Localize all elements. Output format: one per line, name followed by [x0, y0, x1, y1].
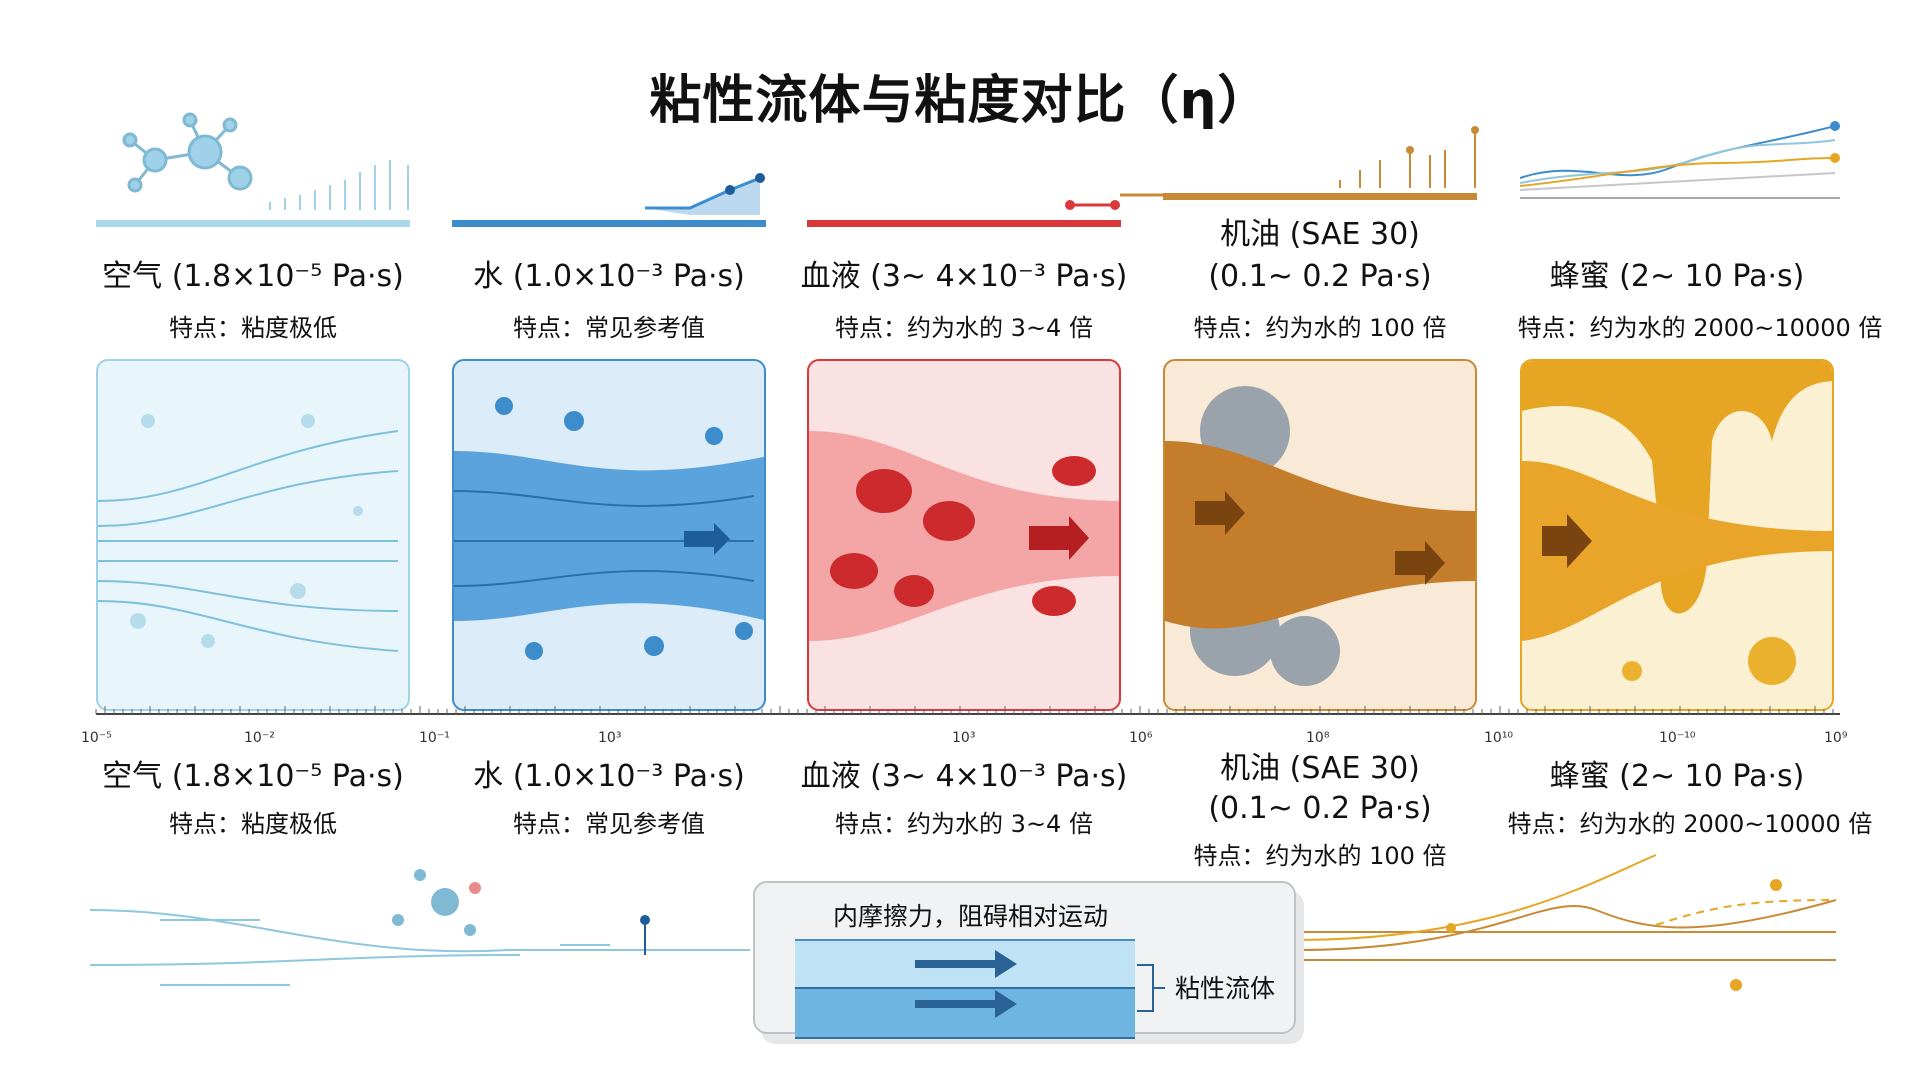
oil-panel [1163, 359, 1477, 711]
honey-feature: 特点：约为水的 2000~10000 倍 [1517, 314, 1883, 342]
axis-tick-label: 10⁶ [1129, 730, 1153, 746]
axis-tick-label: 10⁹ [1824, 730, 1848, 746]
oil-feature-lower: 特点：约为水的 100 倍 [1193, 842, 1447, 870]
axis-tick-label: 10³ [952, 730, 976, 746]
blood-name-lower: 血液 (3~ 4×10⁻³ Pa·s) [800, 759, 1128, 794]
blood-name: 血液 (3~ 4×10⁻³ Pa·s) [800, 259, 1128, 294]
oil-range-lower: (0.1~ 0.2 Pa·s) [1208, 791, 1432, 826]
blood-feature: 特点：约为水的 3~4 倍 [835, 314, 1093, 342]
lower-fluid-layer [795, 989, 1135, 1039]
air-name-lower: 空气 (1.8×10⁻⁵ Pa·s) [102, 759, 404, 794]
axis-tick-label: 10⁻¹⁰ [1659, 730, 1696, 746]
bracket-label: 粘性流体 [1175, 974, 1276, 1003]
axis-tick-label: 10¹⁰ [1484, 730, 1514, 746]
air-color-bar [96, 220, 410, 227]
shear-caption: 内摩擦力，阻碍相对运动 [833, 902, 1109, 931]
water-trend-icon [645, 173, 765, 215]
air-feature: 特点：粘度极低 [169, 314, 337, 342]
oil-feature: 特点：约为水的 100 倍 [1193, 314, 1447, 342]
water-panel [452, 359, 766, 711]
air-name: 空气 (1.8×10⁻⁵ Pa·s) [102, 259, 404, 294]
honey-feature-lower: 特点：约为水的 2000~10000 倍 [1507, 810, 1873, 838]
oil-bars-icon [1120, 126, 1479, 197]
blood-panel [807, 359, 1121, 711]
high-viscosity-flow-lines [1296, 854, 1837, 991]
molecule-icon [122, 112, 409, 210]
oil-color-bar [1163, 193, 1477, 200]
blood-color-bar [807, 220, 1121, 227]
water-name-lower: 水 (1.0×10⁻³ Pa·s) [473, 759, 745, 794]
honey-name-lower: 蜂蜜 (2~ 10 Pa·s) [1549, 759, 1805, 794]
shear-diagram-box: 内摩擦力，阻碍相对运动 粘性流体 [753, 881, 1296, 1039]
honey-panel [1520, 359, 1834, 711]
shear-arrows-icon [915, 950, 1017, 1018]
water-feature: 特点：常见参考值 [513, 314, 705, 342]
page-title: 粘性流体与粘度对比（η） [649, 71, 1271, 131]
axis-tick-label: 10⁻² [244, 730, 275, 746]
axis-tick-label: 10⁻¹ [419, 730, 450, 746]
honey-name: 蜂蜜 (2~ 10 Pa·s) [1549, 259, 1805, 294]
air-panel [96, 359, 410, 711]
bracket-icon [1137, 964, 1165, 1012]
axis-tick-label: 10⁸ [1306, 730, 1330, 746]
axis-tick-label: 10⁻⁵ [81, 730, 112, 746]
blood-feature-lower: 特点：约为水的 3~4 倍 [835, 810, 1093, 838]
axis-tick-label: 10³ [598, 730, 622, 746]
water-feature-lower: 特点：常见参考值 [513, 810, 705, 838]
honey-trend-icon [1520, 121, 1840, 199]
oil-name: 机油 (SAE 30) [1220, 217, 1420, 252]
blood-marker-icon [1065, 200, 1120, 210]
water-name: 水 (1.0×10⁻³ Pa·s) [473, 259, 745, 294]
low-viscosity-flow-lines [90, 869, 750, 986]
oil-name-lower: 机油 (SAE 30) [1220, 751, 1420, 786]
oil-range: (0.1~ 0.2 Pa·s) [1208, 259, 1432, 294]
air-feature-lower: 特点：粘度极低 [169, 810, 337, 838]
water-color-bar [452, 220, 766, 227]
viscosity-axis [95, 706, 1840, 715]
